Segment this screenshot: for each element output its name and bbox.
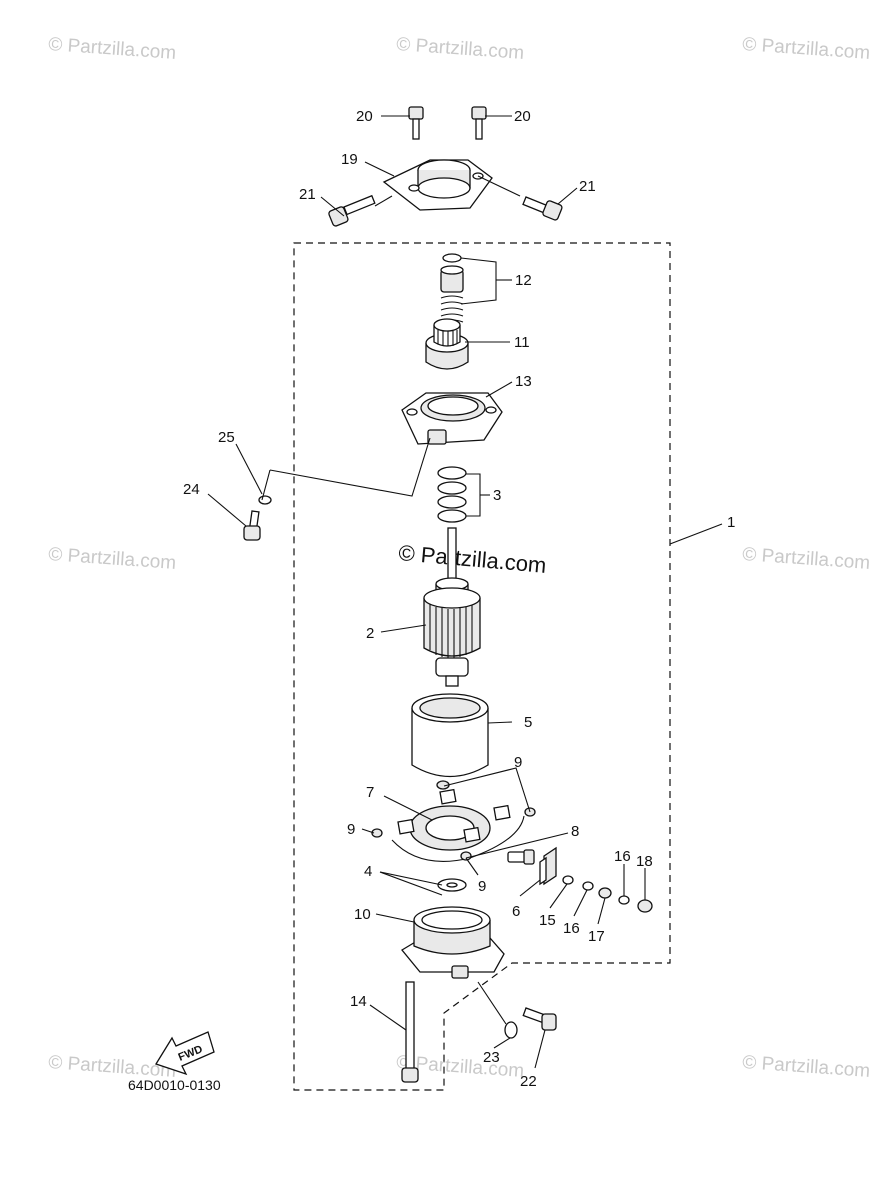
part-2-armature (423, 527, 481, 687)
callout-9-left: 9 (347, 821, 355, 838)
part-17-nut (598, 887, 612, 899)
callout-19: 19 (341, 151, 358, 168)
callout-20-right: 20 (514, 108, 531, 125)
part-13-front-cover (401, 392, 503, 445)
callout-25: 25 (218, 429, 235, 446)
assembly-boundary (293, 242, 671, 1091)
part-16-washer (582, 881, 594, 891)
watermark: © Partzilla.com (396, 34, 525, 64)
callout-9-bottom: 9 (478, 878, 486, 895)
part-20-bolt-right (471, 106, 487, 140)
watermark: © Partzilla.com (742, 544, 869, 574)
callout-2: 2 (366, 625, 374, 642)
callout-6: 6 (512, 903, 520, 920)
part-21-bolt-right (522, 196, 563, 221)
part-3-washers (437, 466, 467, 523)
callout-24: 24 (183, 481, 200, 498)
callout-21-right: 21 (579, 178, 596, 195)
diagram-code: 64D0010-0130 (128, 1077, 221, 1093)
part-16-washer-second (618, 895, 630, 905)
callout-8: 8 (571, 823, 579, 840)
part-18-nut (637, 899, 653, 913)
leader-lines (207, 115, 723, 1069)
watermark: © Partzilla.com (742, 34, 869, 64)
callout-14: 14 (350, 993, 367, 1010)
callout-13: 13 (515, 373, 532, 390)
part-20-bolt-left (408, 106, 424, 140)
part-23-washer (504, 1021, 518, 1039)
part-24-bolt (243, 510, 261, 541)
callout-11: 11 (514, 334, 530, 351)
watermark: © Partzilla.com (742, 1052, 869, 1082)
part-14-through-bolt (401, 981, 419, 1083)
callout-18: 18 (636, 853, 653, 870)
main-watermark: © Partzilla.com (398, 540, 548, 578)
callout-15: 15 (539, 912, 556, 929)
part-10-rear-cover (401, 906, 505, 979)
callout-3: 3 (493, 487, 501, 504)
callout-17: 17 (588, 928, 605, 945)
part-22-bolt (522, 1007, 557, 1031)
part-12-pinion-stopper-set (440, 253, 464, 323)
callout-9-top: 9 (514, 754, 522, 771)
callout-5: 5 (524, 714, 532, 731)
part-7-brush-holder (391, 788, 525, 862)
part-5-yoke (411, 693, 489, 778)
callout-numbers: 20 20 19 21 21 12 11 13 25 24 3 1 2 5 9 … (183, 108, 735, 1090)
part-25-washer (258, 495, 272, 505)
callout-1: 1 (727, 514, 735, 531)
callout-12: 12 (515, 272, 532, 289)
watermark: © Partzilla.com (48, 544, 177, 574)
part-15-washer (562, 875, 574, 885)
fwd-arrow-icon: FWD (155, 1031, 215, 1076)
part-19-bracket (382, 159, 493, 211)
callout-23: 23 (483, 1049, 500, 1066)
callout-21-left: 21 (299, 186, 316, 203)
part-4-washers (437, 878, 467, 892)
part-6-insulator (539, 846, 557, 886)
part-8-terminal-bolt (507, 849, 535, 865)
callout-4: 4 (364, 863, 372, 880)
callout-10: 10 (354, 906, 371, 923)
callout-7: 7 (366, 784, 374, 801)
callout-16-right: 16 (614, 848, 631, 865)
callout-22: 22 (520, 1073, 537, 1090)
part-21-bolt-left (328, 194, 376, 227)
callout-16-left: 16 (563, 920, 580, 937)
watermark: © Partzilla.com (48, 34, 177, 64)
part-11-pinion-gear (425, 318, 469, 370)
callout-20-left: 20 (356, 108, 373, 125)
